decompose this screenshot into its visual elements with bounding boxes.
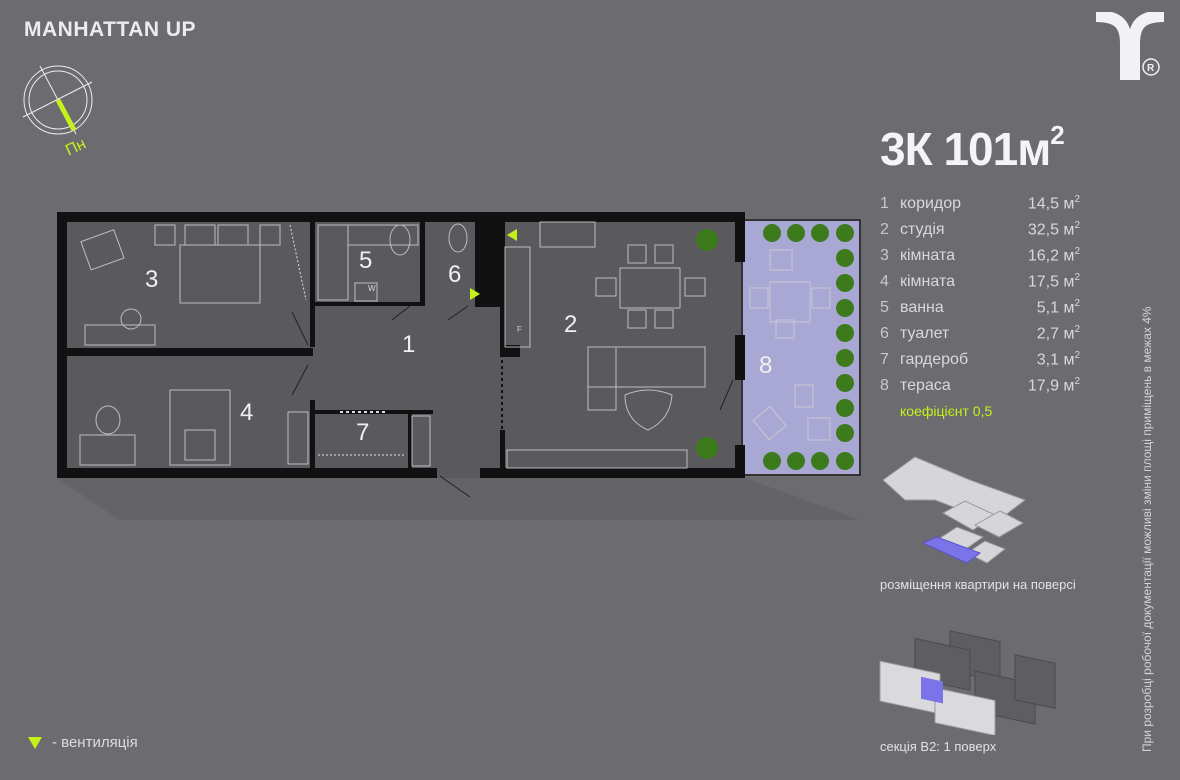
apartment-title: 3К 101м2 bbox=[880, 120, 1065, 175]
section-caption: секція В2: 1 поверх bbox=[880, 739, 997, 754]
terrace-plants bbox=[696, 224, 854, 470]
room-number-6: 6 bbox=[448, 261, 461, 288]
room-number-3: 3 bbox=[145, 266, 158, 293]
wardrobe-hangers bbox=[289, 224, 405, 456]
floor-location-diagram bbox=[882, 456, 1027, 564]
doors bbox=[291, 305, 734, 498]
ventilation-icon bbox=[470, 288, 480, 300]
furniture bbox=[79, 221, 831, 469]
ventilation-icon bbox=[28, 736, 42, 749]
apartment-floor bbox=[57, 212, 745, 478]
floor-plan: W F 1 2 3 4 5 6 7 8 bbox=[57, 212, 861, 520]
ventilation-icon bbox=[507, 229, 517, 241]
room-number-2: 2 bbox=[564, 311, 577, 338]
walls bbox=[57, 212, 745, 478]
room-number-7: 7 bbox=[356, 419, 369, 446]
legend: - вентиляція bbox=[28, 734, 138, 751]
room-number-8: 8 bbox=[759, 352, 772, 379]
logo-icon: R bbox=[1095, 12, 1165, 80]
fridge-label: F bbox=[517, 325, 522, 334]
svg-text:R: R bbox=[1147, 63, 1155, 74]
floor-location-caption: розміщення квартири на поверсі bbox=[880, 577, 1076, 592]
room-number-4: 4 bbox=[240, 399, 253, 426]
section-diagram bbox=[879, 630, 1056, 735]
washer-label: W bbox=[368, 284, 376, 293]
room-number-5: 5 bbox=[359, 247, 372, 274]
compass-icon: Пн bbox=[22, 65, 93, 159]
legend-label: - вентиляція bbox=[52, 734, 138, 751]
terrace-coefficient: коефіцієнт 0,5 bbox=[900, 403, 993, 419]
room-number-1: 1 bbox=[402, 331, 415, 358]
disclaimer-note: При розробці робочої документації можлив… bbox=[1140, 306, 1154, 752]
brand-title: MANHATTAN UP bbox=[24, 18, 197, 41]
